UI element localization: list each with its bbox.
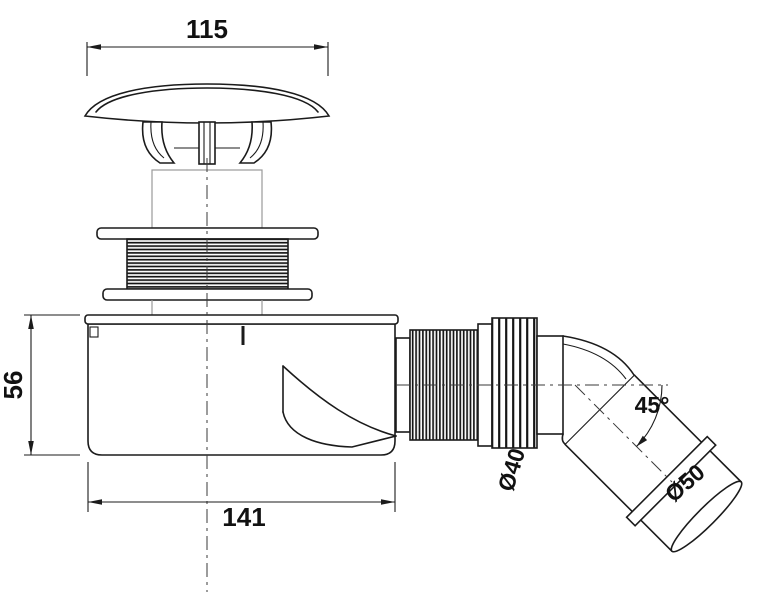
body-funnel-curve <box>282 365 397 437</box>
dim-arrow-right <box>381 499 395 505</box>
outlet-diameter-label: Ø50 <box>660 459 710 507</box>
outlet-connection <box>395 317 564 449</box>
pipe-end-top-edge <box>709 449 742 483</box>
dim-arrow-bottom <box>28 441 34 455</box>
cap-left-leg <box>141 121 176 164</box>
trap-body <box>84 314 399 456</box>
angle-annotation: 45° <box>635 384 670 447</box>
body-left-detail <box>89 326 99 338</box>
pipe-open-end <box>670 480 743 553</box>
dim-arrow-top <box>28 315 34 329</box>
centerlines <box>206 158 673 592</box>
dim-arrow-left <box>88 499 102 505</box>
body-top-plate <box>84 314 399 325</box>
dim-arrow-right <box>314 44 328 50</box>
body-outline <box>87 323 396 456</box>
elbow-axis-centerline <box>574 384 673 483</box>
angle-arrowhead <box>636 435 648 447</box>
cap-width-label: 115 <box>186 14 228 44</box>
pipe-bottom-edge <box>564 443 634 513</box>
diameter-labels: Ø40 Ø50 <box>493 445 710 507</box>
pipe-end-bottom-edge <box>639 519 673 552</box>
angle-label: 45° <box>635 392 670 418</box>
dimension-top: 115 <box>86 14 329 76</box>
elbow-outer-bend <box>562 335 635 376</box>
cap-dome-inner-line <box>95 87 319 113</box>
body-height-label: 56 <box>0 371 28 400</box>
cap-left-leg-detail <box>150 121 165 159</box>
body-width-label: 141 <box>222 502 265 532</box>
cap-right-leg <box>238 121 273 164</box>
elbow-inner-bend <box>561 433 566 445</box>
compression-nut <box>491 317 538 449</box>
dimension-left: 56 <box>0 314 80 456</box>
dim-arrow-left <box>87 44 101 50</box>
cap-dome-outline <box>83 83 331 124</box>
elbow-pipe <box>561 335 743 553</box>
cap-right-leg-detail <box>249 121 264 159</box>
elbow-bend-accent <box>562 343 627 380</box>
cap-center-post <box>198 121 216 165</box>
body-funnel-bottom <box>282 411 397 448</box>
dimension-bottom: 141 <box>87 462 396 532</box>
drain-cap <box>83 83 331 165</box>
pipe-top-edge <box>633 374 703 444</box>
pipe-diameter-label: Ø40 <box>493 445 531 494</box>
